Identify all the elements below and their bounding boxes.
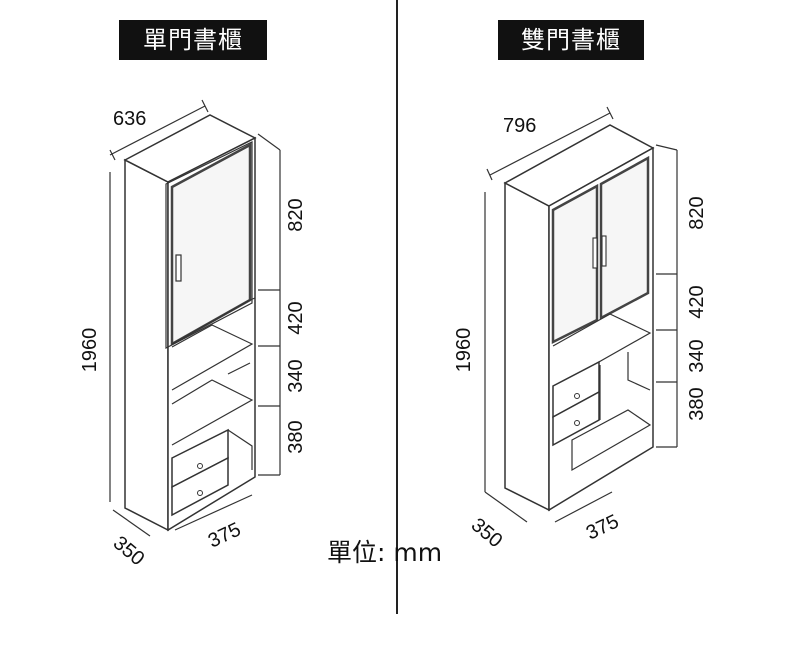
single-depth-label: 350: [109, 532, 149, 570]
double-depth-label: 350: [467, 514, 507, 552]
single-door-frame: [165, 141, 253, 349]
single-width-label: 636: [113, 108, 146, 130]
center-divider: [396, 0, 398, 614]
double-handle-left: [592, 237, 598, 269]
double-shelf-1: [552, 313, 652, 389]
single-height-label: 1960: [79, 328, 101, 373]
single-section-4: 380: [285, 420, 307, 453]
double-drawer-depth-line: [554, 491, 613, 523]
double-height-label: 1960: [453, 328, 475, 373]
unit-label: 單位: mm: [327, 538, 443, 567]
single-section-2: 420: [285, 301, 307, 334]
double-door-right: [599, 155, 650, 321]
single-section-1: 820: [285, 198, 307, 231]
double-width-label: 796: [503, 115, 536, 137]
single-door-handle: [175, 254, 182, 282]
single-shelf-2: [171, 379, 254, 446]
double-drawer-depth-label: 375: [583, 510, 623, 544]
double-section-3: 340: [686, 339, 708, 372]
single-drawer-depth-label: 375: [205, 518, 245, 552]
double-handle-right: [601, 235, 607, 267]
double-section-2: 420: [686, 285, 708, 318]
single-drawer-depth-line: [174, 494, 253, 531]
single-door-cabinet: 636 1960 820 420 340 380 350 375: [79, 99, 307, 570]
single-door-title: 單門書櫃: [119, 20, 267, 60]
double-knob-2: [574, 420, 580, 426]
drawer-knob-2: [197, 490, 203, 496]
double-section-1: 820: [686, 196, 708, 229]
double-depth-line: [484, 491, 528, 523]
double-knob-1: [574, 393, 580, 399]
drawer-knob-1: [197, 463, 203, 469]
double-door-title: 雙門書櫃: [498, 20, 644, 60]
double-door-left: [551, 183, 599, 345]
single-drawer-2: [171, 456, 229, 517]
single-shelf-1: [171, 297, 256, 345]
double-width-line: [489, 112, 611, 176]
double-side-panel: [504, 181, 550, 512]
double-section-4: 380: [686, 387, 708, 420]
single-depth-line: [112, 509, 151, 537]
single-section-3: 340: [285, 359, 307, 392]
double-drawer-2: [552, 390, 600, 447]
single-width-line: [109, 105, 206, 156]
single-side-panel: [124, 158, 169, 532]
double-door-cabinet: 796 1960 820 420 340 380 350 375: [453, 106, 708, 552]
